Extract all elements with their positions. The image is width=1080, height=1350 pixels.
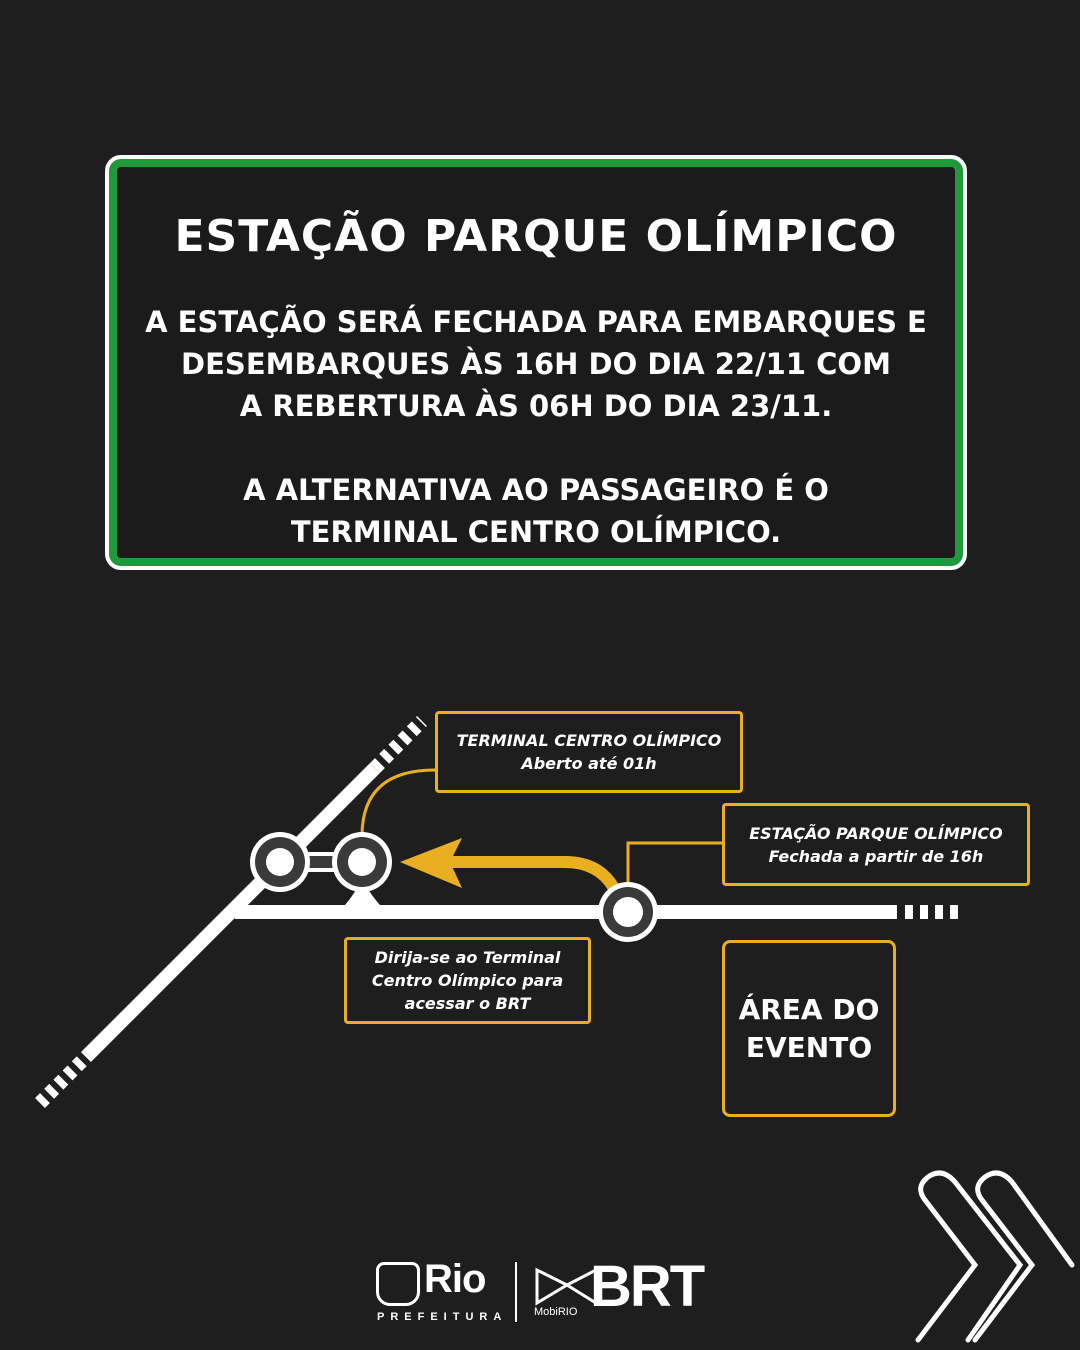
diagonal-route-dash-bottom: [35, 1050, 93, 1108]
notice-title: ESTAÇÃO PARQUE OLÍMPICO: [174, 211, 898, 262]
text-line: A REBERTURA ÀS 06H DO DIA 23/11.: [239, 389, 833, 423]
station-callout-line: [626, 841, 722, 885]
diagonal-route-dash-top: [370, 716, 427, 773]
text-line: EVENTO: [745, 1030, 873, 1064]
terminal-status: Aberto até 01h: [521, 754, 657, 773]
text-line: Centro Olímpico para: [371, 971, 564, 990]
text-line: A ALTERNATIVA AO PASSAGEIRO É O: [243, 473, 829, 507]
station-info-box: ESTAÇÃO PARQUE OLÍMPICO Fechada a partir…: [722, 803, 1030, 886]
estacao-parque-olimpico-icon: [598, 882, 658, 942]
chevron-right-double-icon: [915, 1170, 1075, 1343]
logo-divider: [515, 1262, 517, 1322]
event-area-box: ÁREA DO EVENTO: [722, 940, 896, 1117]
notice-card: ESTAÇÃO PARQUE OLÍMPICO A ESTAÇÃO SERÁ F…: [105, 155, 967, 570]
notice-paragraph-alternative: A ALTERNATIVA AO PASSAGEIRO É O TERMINAL…: [117, 469, 955, 553]
notice-paragraph-closure: A ESTAÇÃO SERÁ FECHADA PARA EMBARQUES E …: [117, 301, 955, 427]
mobirio-bowtie-icon: [535, 1267, 598, 1306]
detour-arrow-shaft: [440, 856, 621, 894]
rio-coat-of-arms-icon: [376, 1262, 420, 1306]
detour-arrow-head: [400, 838, 462, 888]
rio-logo-text: Rio: [424, 1257, 486, 1301]
terminal-callout-line: [360, 768, 436, 837]
diagonal-route-line: [83, 763, 380, 1060]
text-line: DESEMBARQUES ÀS 16H DO DIA 22/11 COM: [181, 347, 891, 381]
station-status: Fechada a partir de 16h: [768, 846, 984, 866]
instruction-box: Dirija-se ao Terminal Centro Olímpico pa…: [344, 937, 591, 1024]
text-line: acessar o BRT: [404, 994, 531, 1013]
prefeitura-text: PREFEITURA: [377, 1311, 508, 1323]
station-name: ESTAÇÃO PARQUE OLÍMPICO: [749, 823, 1003, 843]
terminal-centro-olimpico-icon: [250, 832, 392, 905]
brt-logo-text: BRT: [590, 1254, 705, 1319]
text-line: Dirija-se ao Terminal: [374, 948, 561, 967]
text-line: A ESTAÇÃO SERÁ FECHADA PARA EMBARQUES E: [145, 305, 927, 339]
terminal-info-box: TERMINAL CENTRO OLÍMPICO Aberto até 01h: [435, 711, 743, 793]
mobirio-text: MobiRIO: [534, 1306, 578, 1318]
text-line: ÁREA DO: [738, 992, 880, 1026]
terminal-name: TERMINAL CENTRO OLÍMPICO: [456, 731, 722, 750]
text-line: TERMINAL CENTRO OLÍMPICO.: [290, 515, 782, 549]
